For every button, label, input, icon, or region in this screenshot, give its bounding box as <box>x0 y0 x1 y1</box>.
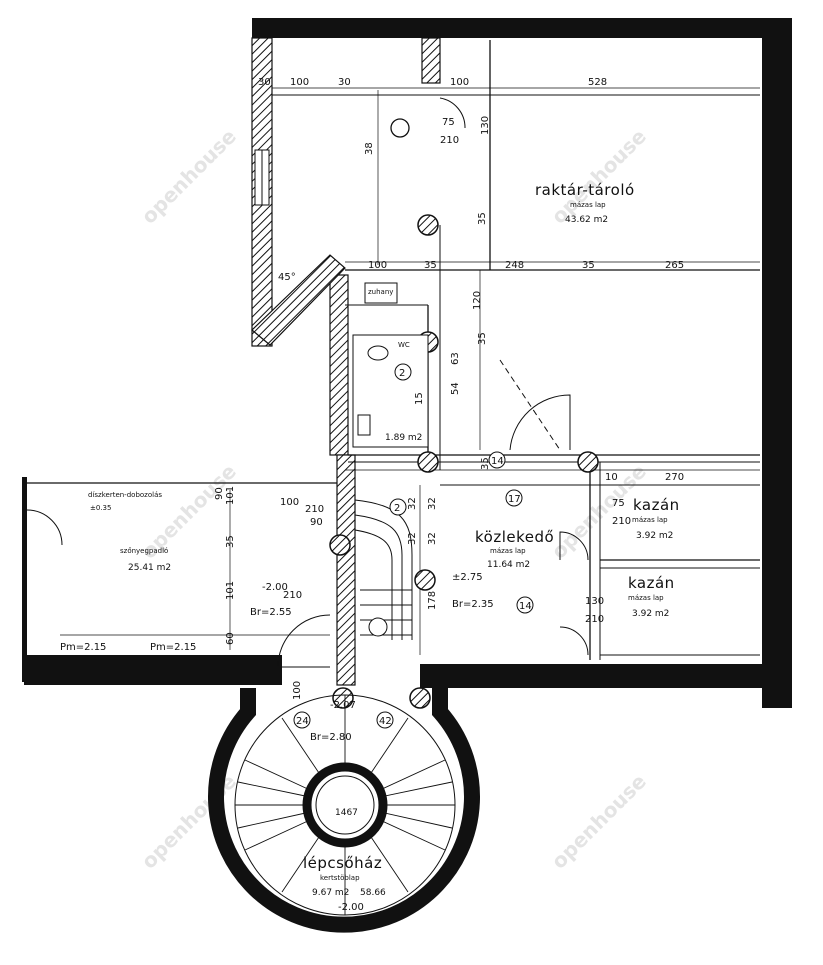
staircase-area: 9.67 m2 <box>312 888 349 898</box>
dim-right-0: 10 <box>605 472 618 483</box>
marker-4: 14 <box>519 601 532 612</box>
dim-v-11: 60 <box>225 632 236 645</box>
angle-label: 45° <box>278 272 296 283</box>
interior-lines <box>24 40 760 660</box>
watermark: openhouse <box>547 124 651 228</box>
dim-v-0: 38 <box>364 142 375 155</box>
watermark: openhouse <box>137 124 241 228</box>
dim-v-13: 32 <box>407 497 418 510</box>
doors <box>26 97 589 668</box>
dim-v-10: 100 <box>292 681 303 700</box>
dim-v-2: 35 <box>477 332 488 345</box>
dim-mid-2: 248 <box>505 260 524 271</box>
staircase-floor: kertstöblap <box>320 874 360 882</box>
boiler2-name: kazán <box>628 574 675 592</box>
straight-stair <box>354 499 413 640</box>
boiler1-area: 3.92 m2 <box>636 531 673 541</box>
dim-door-7: 210 <box>283 590 302 601</box>
storage-area: 43.62 m2 <box>565 215 608 225</box>
level-stair-top: -2.07 <box>330 700 356 711</box>
exterior-walls <box>22 18 792 708</box>
pm-2: Pm=2.15 <box>150 642 196 653</box>
dim-mid-3: 35 <box>582 260 595 271</box>
dim-v-5: 63 <box>450 352 461 365</box>
corridor-area: 11.64 m2 <box>487 560 530 570</box>
left-room-area: 25.41 m2 <box>128 563 171 573</box>
br-stair: Br=2.80 <box>310 732 352 743</box>
dim-mid-0: 100 <box>368 260 387 271</box>
marker-6: 24 <box>296 716 309 727</box>
dim-v-9: 101 <box>225 581 236 600</box>
dim-v-12: 90 <box>214 487 225 500</box>
left-room-name: díszkerten-dobozolás <box>88 491 162 499</box>
wc-fixtures <box>352 282 429 448</box>
dim-v-16: 32 <box>427 532 438 545</box>
dim-door-6: 100 <box>280 497 299 508</box>
dim-v-1: 35 <box>477 212 488 225</box>
dim-top-3: 100 <box>450 77 469 88</box>
marker-7: 42 <box>379 716 392 727</box>
dim-top-4: 528 <box>588 77 607 88</box>
stair-center-level: 1467 <box>335 808 358 818</box>
level-left: -2.00 <box>262 582 288 593</box>
dim-v-19: 35 <box>480 457 491 470</box>
marker-2: 14 <box>491 456 504 467</box>
wc-area: 1.89 m2 <box>385 433 422 443</box>
dim-v-3: 130 <box>480 116 491 135</box>
br-left: Br=2.55 <box>250 607 292 618</box>
boiler2-area: 3.92 m2 <box>632 609 669 619</box>
marker-3: 17 <box>508 494 521 505</box>
storage-floor: mázas lap <box>570 201 606 209</box>
marker-0: 2 <box>399 368 405 379</box>
storage-room-name: raktár-tároló <box>535 181 635 199</box>
dim-v-15: 32 <box>427 497 438 510</box>
dim-v-14: 32 <box>407 532 418 545</box>
corridor-floor: mázas lap <box>490 547 526 555</box>
marker-1: 2 <box>394 503 400 514</box>
dim-door-3: 210 <box>612 516 631 527</box>
br-corridor: Br=2.35 <box>452 599 494 610</box>
dim-v-8: 35 <box>225 535 236 548</box>
watermark: openhouse <box>547 769 651 873</box>
dim-mid-4: 265 <box>665 260 684 271</box>
dim-mid-1: 35 <box>424 260 437 271</box>
dim-top-0: 30 <box>258 77 271 88</box>
boiler1-floor: mázas lap <box>632 516 668 524</box>
dim-door-8: 130 <box>585 596 604 607</box>
boiler1-name: kazán <box>633 496 680 514</box>
shower-name: zuhany <box>368 288 393 296</box>
dim-v-17: 178 <box>427 591 438 610</box>
level-stair-bottom: -2.00 <box>338 902 364 913</box>
dim-top-2: 30 <box>338 77 351 88</box>
staircase-tower <box>208 688 480 933</box>
dim-door-0: 75 <box>442 117 455 128</box>
window <box>254 149 270 206</box>
dim-v-6: 54 <box>450 382 461 395</box>
staircase-extra: 58.66 <box>360 888 386 898</box>
staircase-name: lépcsőház <box>303 854 382 872</box>
dim-door-9: 210 <box>585 614 604 625</box>
dim-v-7: 101 <box>225 486 236 505</box>
dim-top-1: 100 <box>290 77 309 88</box>
boiler2-floor: mázas lap <box>628 594 664 602</box>
left-room-floor: szőnyegpadló <box>120 546 168 555</box>
dim-door-4: 90 <box>310 517 323 528</box>
pm-1: Pm=2.15 <box>60 642 106 653</box>
dim-v-18: 120 <box>472 291 483 310</box>
dim-door-1: 210 <box>440 135 459 146</box>
dim-door-2: 75 <box>612 498 625 509</box>
wc-name: WC <box>398 341 410 349</box>
left-room-level: ±0.35 <box>90 504 111 512</box>
level-corridor: ±2.75 <box>452 572 483 583</box>
dim-right-1: 270 <box>665 472 684 483</box>
dim-door-5: 210 <box>305 504 324 515</box>
floor-drain-icon <box>390 118 410 138</box>
corridor-name: közlekedő <box>475 528 554 546</box>
hatched-walls <box>251 37 441 686</box>
dim-v-4: 15 <box>414 392 425 405</box>
